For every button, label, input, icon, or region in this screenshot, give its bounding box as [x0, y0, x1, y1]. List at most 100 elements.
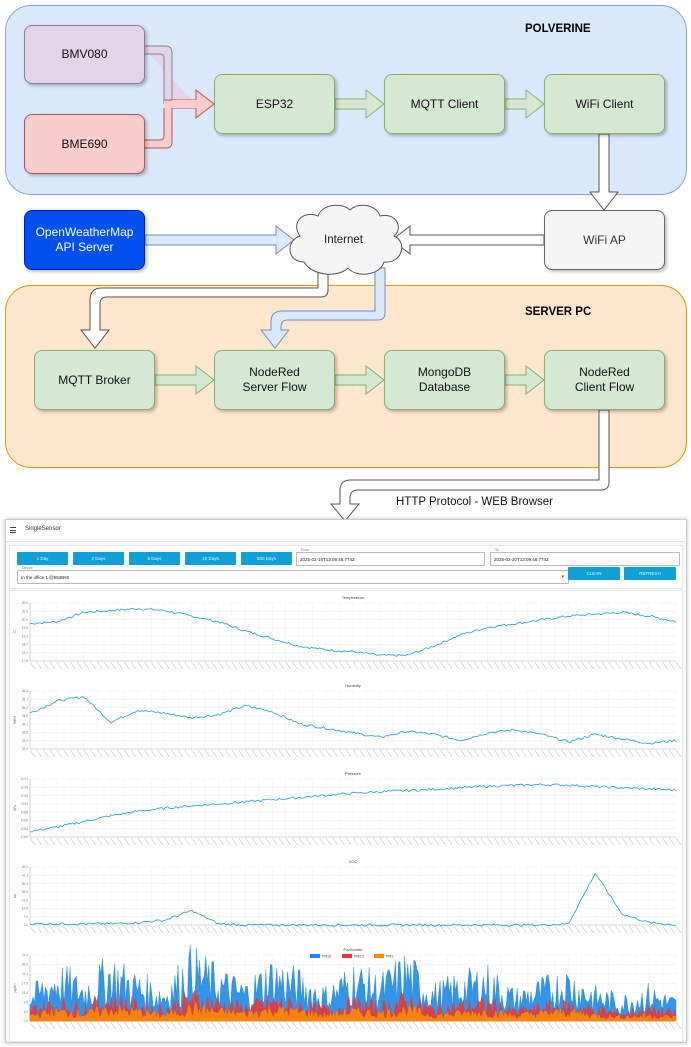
x-tick-label	[177, 925, 184, 934]
x-tick-label	[50, 1021, 56, 1030]
x-tick-label	[292, 1021, 298, 1030]
x-tick-label	[50, 661, 56, 670]
x-tick-label	[595, 1021, 601, 1030]
x-tick-label	[393, 661, 399, 670]
x-tick-label	[507, 1021, 513, 1030]
x-tick-label	[642, 749, 648, 758]
x-tick-label	[29, 925, 36, 934]
x-tick-label	[675, 837, 682, 846]
x-tick-label	[541, 661, 547, 670]
x-tick-label	[150, 749, 157, 758]
y-tick-label: 17.9	[22, 981, 28, 985]
chart-title: Particulate	[344, 947, 364, 952]
x-tick-label	[373, 837, 379, 846]
x-tick-label	[420, 661, 426, 670]
x-tick-label	[150, 1021, 157, 1030]
y-tick-label: 33.5	[22, 731, 28, 735]
x-tick-label	[137, 749, 143, 758]
x-tick-label	[164, 749, 170, 758]
x-tick-label	[635, 661, 641, 670]
x-tick-label	[460, 837, 466, 846]
x-tick-label	[171, 661, 177, 670]
x-tick-label	[601, 837, 608, 846]
x-tick-label	[601, 661, 608, 670]
x-tick-label	[29, 661, 36, 670]
refresh-button[interactable]: REFRESH	[624, 567, 676, 580]
x-tick-label	[285, 837, 291, 846]
x-tick-label	[70, 661, 76, 670]
x-tick-label	[648, 837, 655, 846]
x-tick-label	[63, 749, 69, 758]
x-tick-label	[245, 661, 251, 670]
x-tick-label	[399, 837, 406, 846]
x-tick-label	[204, 837, 211, 846]
x-tick-label	[447, 661, 453, 670]
x-tick-label	[534, 749, 540, 758]
x-tick-label	[325, 661, 332, 670]
x-tick-label	[251, 837, 258, 846]
from-date-field[interactable]: From 2025-02-19T13:09:48.774Z	[296, 548, 485, 566]
x-tick-label	[622, 1021, 628, 1030]
x-tick-label	[211, 661, 217, 670]
x-tick-label	[494, 661, 500, 670]
period-button-2-days[interactable]: 2 Days	[73, 552, 124, 565]
x-tick-label	[130, 749, 137, 758]
x-tick-label	[595, 837, 601, 846]
x-tick-label	[386, 1021, 392, 1030]
x-tick-label	[90, 749, 96, 758]
x-tick-label	[675, 1021, 682, 1030]
x-tick-label	[642, 661, 648, 670]
x-tick-label	[581, 925, 587, 934]
clean-button[interactable]: CLEAN	[568, 567, 620, 580]
period-button-800-days[interactable]: 800 Days	[241, 552, 292, 565]
period-button-10-days[interactable]: 10 Days	[185, 552, 236, 565]
x-tick-label	[332, 661, 338, 670]
x-tick-label	[534, 661, 540, 670]
x-tick-label	[507, 837, 513, 846]
x-tick-label	[467, 1021, 473, 1030]
y-tick-label: 22.4	[22, 972, 28, 976]
x-tick-label	[231, 1021, 238, 1030]
x-tick-label	[36, 661, 42, 670]
wifi-ap-node: WiFi AP	[544, 210, 665, 270]
x-tick-label	[447, 837, 453, 846]
x-tick-label	[527, 925, 534, 934]
x-tick-label	[251, 749, 258, 758]
x-tick-label	[379, 661, 386, 670]
x-tick-label	[76, 661, 83, 670]
x-tick-label	[110, 837, 116, 846]
x-tick-label	[642, 925, 648, 934]
x-tick-label	[547, 837, 554, 846]
x-tick-label	[177, 661, 184, 670]
x-tick-label	[574, 749, 581, 758]
x-tick-label	[312, 1021, 318, 1030]
period-button-5-days[interactable]: 5 Days	[129, 552, 180, 565]
x-tick-label	[346, 749, 352, 758]
device-select[interactable]: Device In the office 1 @552B60 ▾	[17, 566, 569, 584]
x-tick-label	[177, 1021, 184, 1030]
x-tick-label	[615, 925, 621, 934]
x-tick-label	[272, 925, 278, 934]
y-tick-label: 19.6	[22, 626, 28, 630]
mqtt-client-node: MQTT Client	[384, 74, 505, 134]
x-tick-label	[527, 749, 534, 758]
bmv080-node: BMV080	[24, 25, 145, 84]
x-tick-label	[117, 749, 123, 758]
x-tick-label	[218, 925, 224, 934]
x-tick-label	[554, 749, 561, 758]
to-date-field[interactable]: To 2025-02-20T13:09:48.774Z	[490, 548, 680, 566]
y-tick-label: 7.9	[24, 915, 29, 919]
x-tick-label	[164, 1021, 170, 1030]
x-tick-label	[399, 749, 406, 758]
y-tick-label: 36.3	[22, 689, 28, 693]
x-tick-label	[265, 661, 271, 670]
x-tick-label	[379, 749, 386, 758]
x-tick-label	[534, 1021, 540, 1030]
x-tick-label	[595, 925, 601, 934]
x-tick-label	[124, 1021, 130, 1030]
x-tick-label	[426, 925, 433, 934]
x-tick-label	[487, 837, 493, 846]
x-tick-label	[527, 661, 534, 670]
period-button-1-day[interactable]: 1 Day	[17, 552, 68, 565]
hamburger-menu-icon[interactable]	[10, 527, 16, 533]
